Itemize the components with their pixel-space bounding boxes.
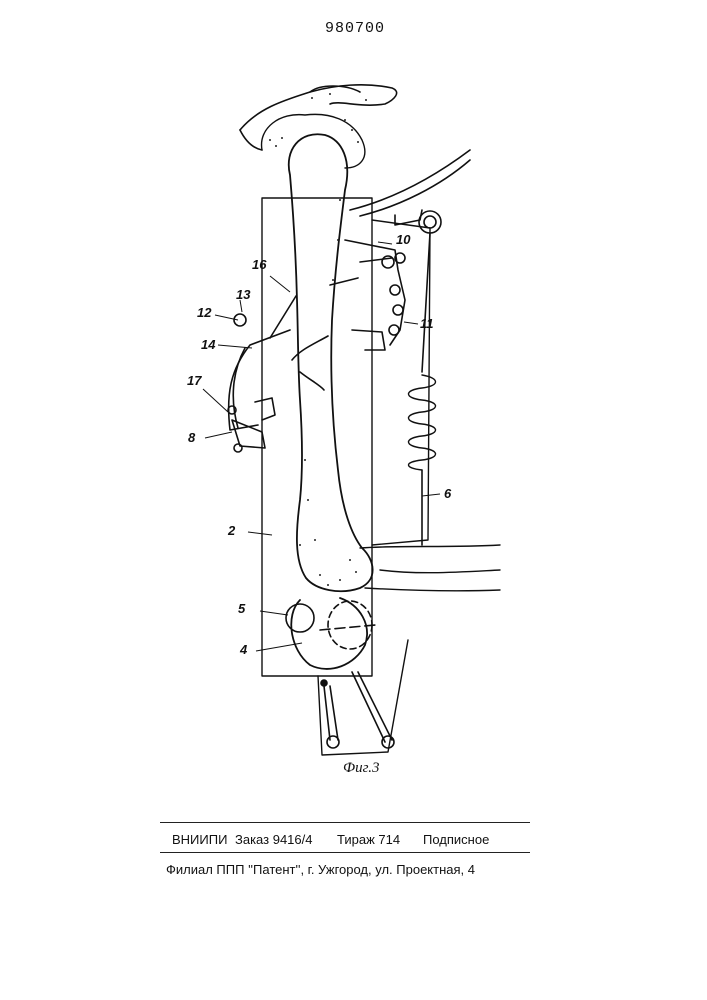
- label-6: 6: [444, 486, 451, 501]
- footer-subscription: Подписное: [423, 832, 489, 847]
- cuff-5: [286, 604, 314, 632]
- label-2: 2: [228, 523, 235, 538]
- humerus-shaft: [289, 134, 373, 591]
- label-14: 14: [201, 337, 215, 352]
- figure-caption: Фиг.3: [343, 760, 379, 777]
- footer-org: ВНИИПИ: [172, 832, 227, 847]
- footer-rule-middle: [160, 852, 530, 853]
- label-16: 16: [252, 257, 266, 272]
- label-11: 11: [420, 316, 434, 331]
- forearm: [360, 545, 500, 591]
- board-2: [262, 198, 372, 676]
- humeral-head: [262, 114, 365, 168]
- label-13: 13: [236, 287, 250, 302]
- shoulder-outline: [240, 85, 397, 130]
- clamp-8: [229, 330, 290, 430]
- chest-outline: [350, 150, 470, 210]
- footer-rule-top: [160, 822, 530, 823]
- label-4: 4: [240, 642, 247, 657]
- label-12: 12: [197, 305, 211, 320]
- footer-branch: Филиал ППП ''Патент'', г. Ужгород, ул. П…: [166, 862, 475, 877]
- label-17: 17: [187, 373, 201, 388]
- label-10: 10: [396, 232, 410, 247]
- label-8: 8: [188, 430, 195, 445]
- label-5: 5: [238, 601, 245, 616]
- spring: [409, 375, 436, 470]
- footer-circulation: Тираж 714: [337, 832, 400, 847]
- footer-order: Заказ 9416/4: [235, 832, 312, 847]
